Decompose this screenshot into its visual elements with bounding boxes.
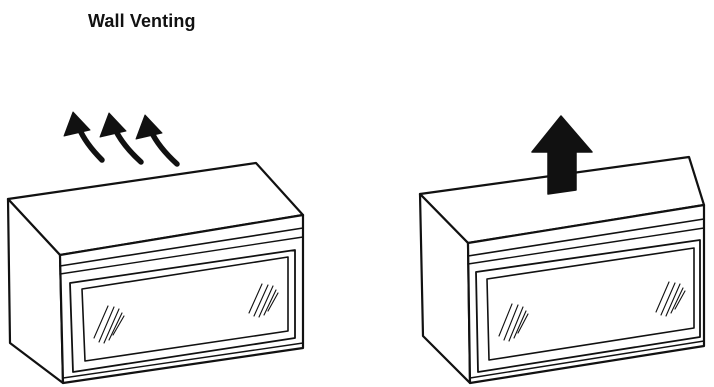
window-glare-icon <box>248 283 279 318</box>
control-strip-line <box>467 218 705 257</box>
three-curved-arrows-icon <box>63 111 180 167</box>
curved-arrow-icon <box>99 112 144 165</box>
curved-arrow-icon <box>63 111 105 163</box>
up-arrow-icon <box>531 115 593 195</box>
microwave-bottom-edge <box>62 342 304 379</box>
control-strip-line <box>59 236 304 275</box>
microwave-window <box>81 256 289 362</box>
window-glare-icon <box>93 305 125 344</box>
wall-vent-microwave <box>6 161 305 385</box>
microwave-window <box>486 247 695 361</box>
control-strip-line <box>59 227 304 267</box>
curved-arrow-icon <box>135 114 180 167</box>
diagram-title: Wall Venting <box>88 11 196 31</box>
control-strip-line <box>467 227 705 265</box>
window-glare-icon <box>498 303 529 342</box>
microwave-bottom-edge <box>469 340 705 379</box>
roof-vent-microwave <box>418 155 706 385</box>
window-glare-icon <box>655 281 686 317</box>
